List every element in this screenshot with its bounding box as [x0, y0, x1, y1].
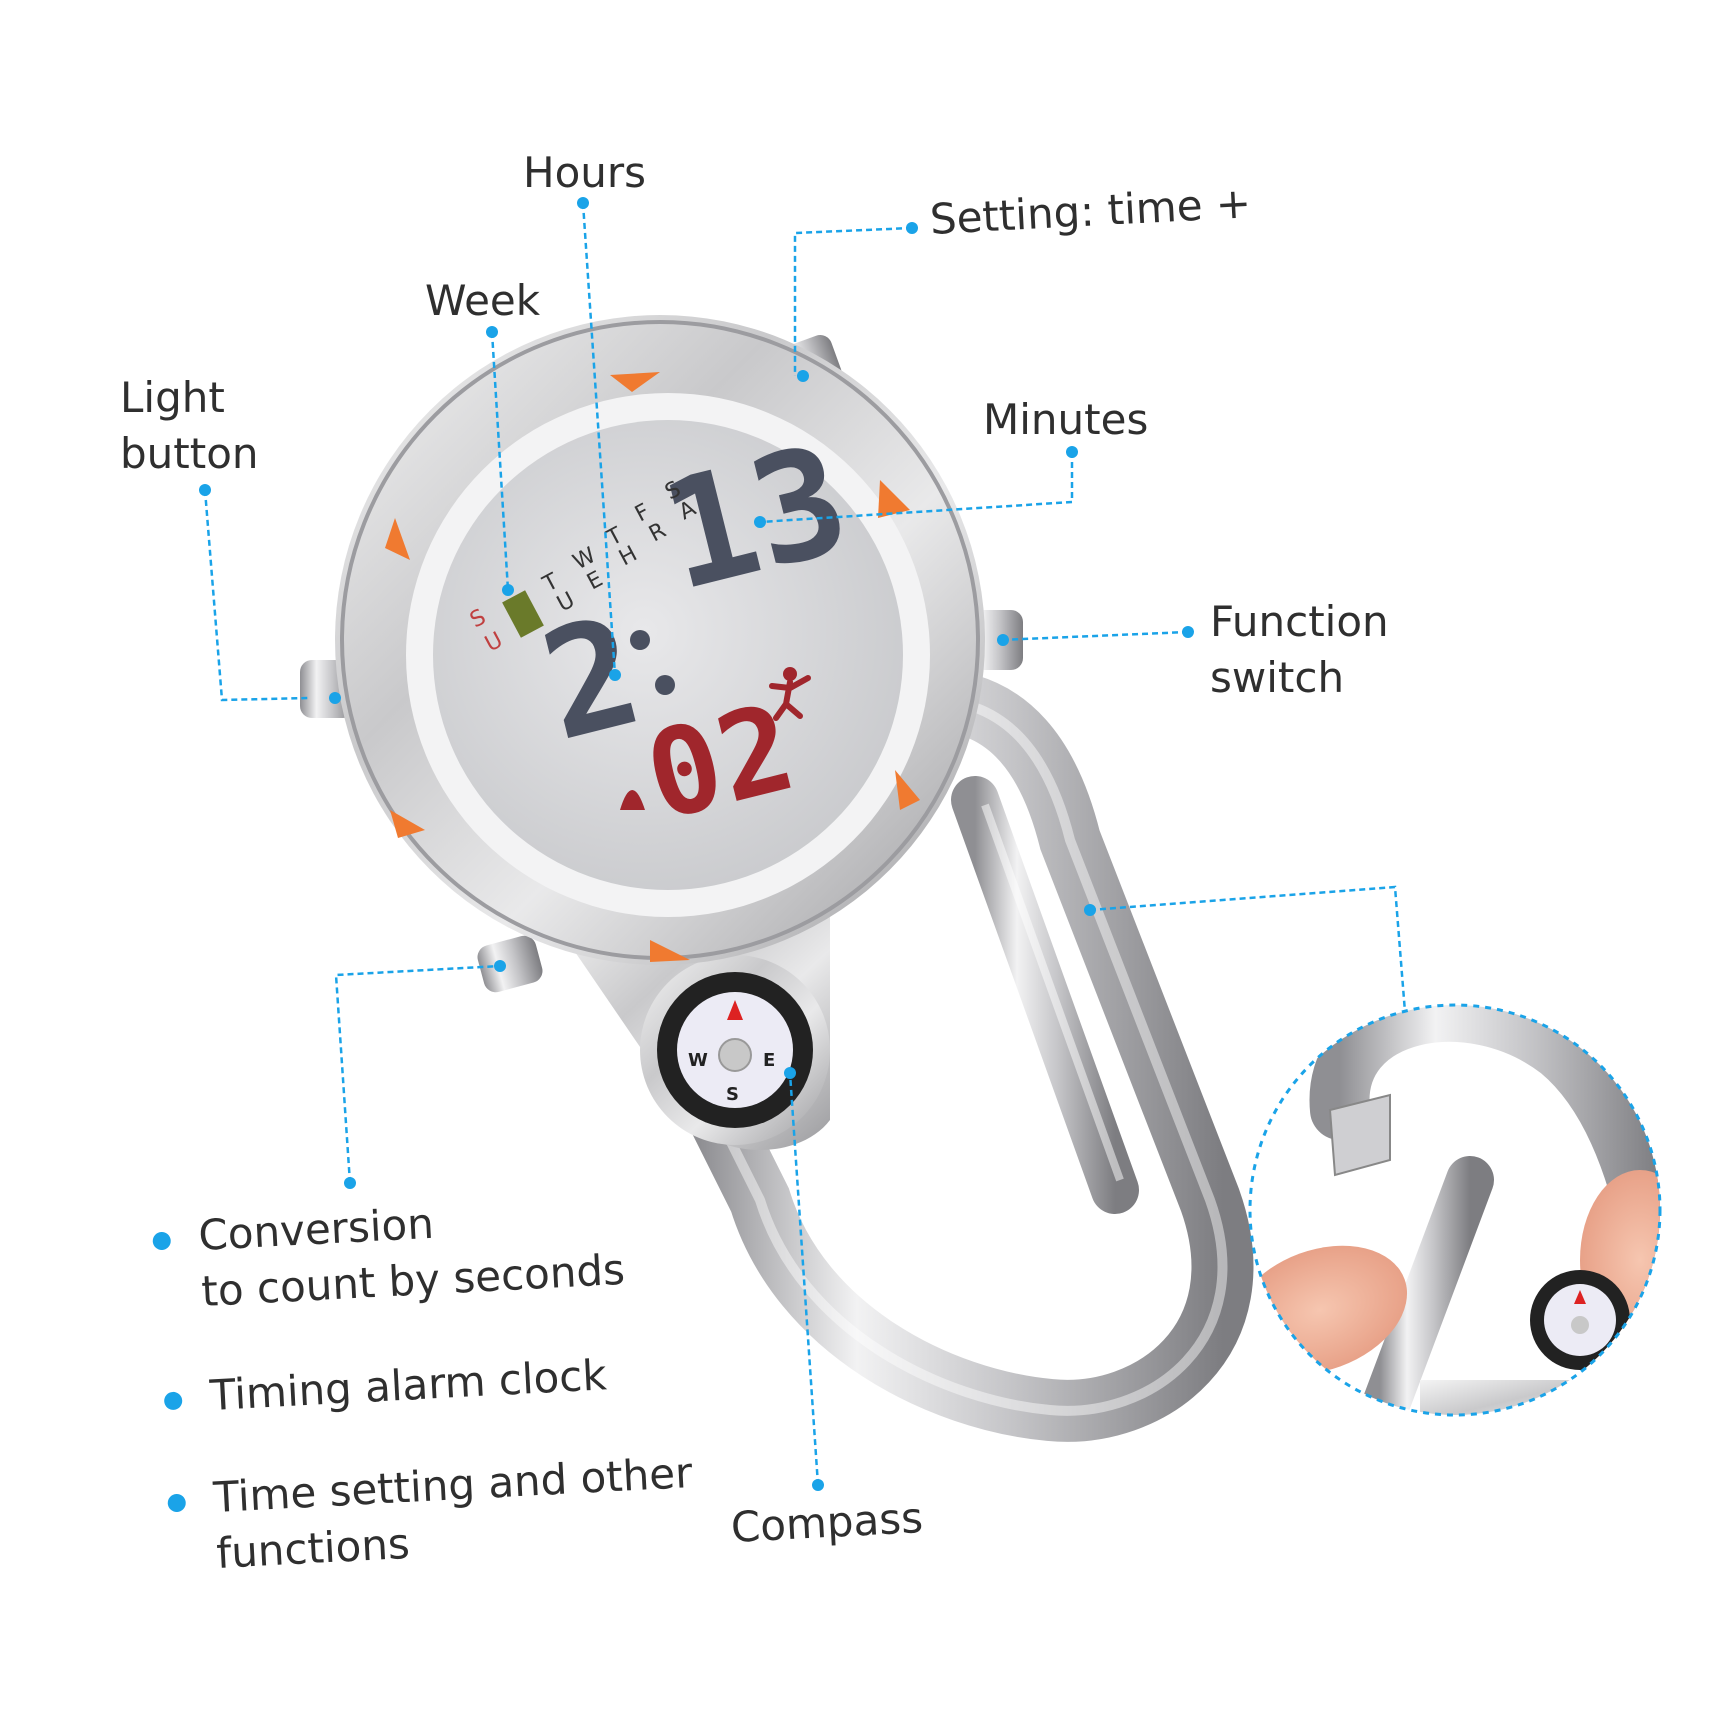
- compass-letter: E: [763, 1050, 775, 1071]
- carabiner: [669, 669, 1254, 1442]
- feature-item: Conversion to count by seconds: [152, 1186, 626, 1320]
- label-compass: Compass: [729, 1492, 925, 1552]
- label-light-button: Light button: [120, 370, 259, 482]
- compass-letter: W: [688, 1050, 708, 1071]
- label-hours: Hours: [523, 148, 647, 197]
- label-light-button-line: button: [120, 429, 259, 478]
- callout-dots: [199, 197, 1194, 1491]
- label-function-switch-line: Function: [1210, 597, 1389, 646]
- compass-letter: S: [726, 1084, 739, 1105]
- label-minutes: Minutes: [983, 395, 1149, 444]
- label-light-button-line: Light: [120, 373, 225, 422]
- callout-lines: [203, 202, 1407, 1486]
- label-function-switch-line: switch: [1210, 653, 1345, 702]
- detail-inset: [1248, 1003, 1662, 1417]
- compass-face: W E S: [688, 1050, 775, 1105]
- svg-text:02: 02: [633, 678, 807, 848]
- label-week: Week: [425, 276, 541, 325]
- watch-case: [335, 315, 985, 965]
- label-function-switch: Function switch: [1210, 594, 1389, 706]
